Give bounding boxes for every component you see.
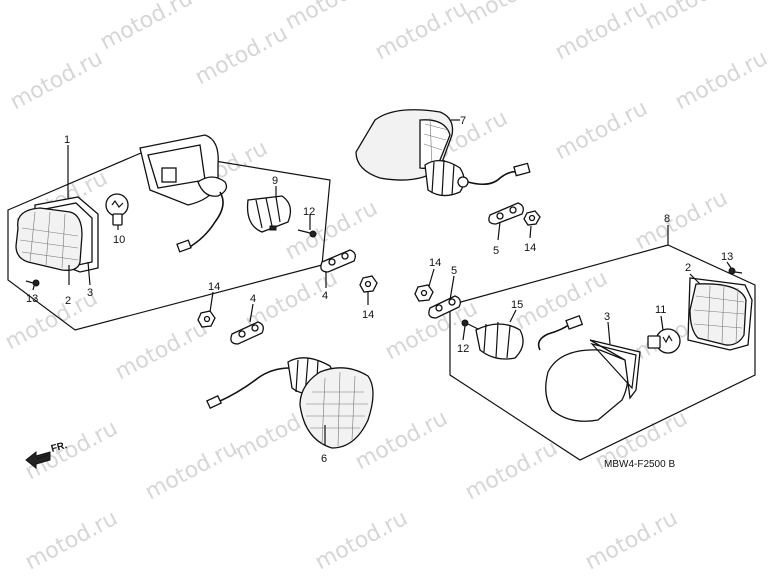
rubber-plate-part-4-lower xyxy=(230,321,264,345)
watermark: motod.ru xyxy=(141,436,242,505)
callout-8: 8 xyxy=(664,213,670,225)
nut-part-14-left xyxy=(197,310,216,328)
rubber-socket-part-9 xyxy=(246,195,292,233)
callout-11: 11 xyxy=(655,304,666,316)
winker-body-part-3 xyxy=(537,315,641,422)
callout-14: 14 xyxy=(429,257,441,269)
diagram-code: MBW4-F2500 B xyxy=(604,459,675,470)
rubber-plate-part-4-upper xyxy=(320,249,356,273)
rubber-plate-part-5-lower xyxy=(428,295,461,319)
winker-part-7 xyxy=(355,109,531,197)
callout-2: 2 xyxy=(65,295,71,307)
callout-7: 7 xyxy=(460,115,466,127)
callout-1: 1 xyxy=(64,134,70,146)
rubber-socket-part-15 xyxy=(475,321,524,360)
callout-12: 12 xyxy=(457,343,469,355)
nut-part-14-upper xyxy=(523,210,541,226)
watermark: motod.ru xyxy=(461,436,562,505)
watermark: motod.ru xyxy=(311,506,412,575)
front-label: FR. xyxy=(50,440,69,455)
watermark: motod.ru xyxy=(551,0,652,65)
callout-4: 4 xyxy=(250,293,256,305)
callout-labels: 1 2 3 13 10 9 12 4 14 14 4 6 7 5 14 14 5… xyxy=(26,115,733,465)
callout-13: 13 xyxy=(721,251,733,263)
callout-3: 3 xyxy=(604,311,610,323)
callout-14: 14 xyxy=(524,242,536,254)
leader-lines xyxy=(32,119,732,445)
watermark: motod.ru xyxy=(581,506,682,575)
screw-part-13-right xyxy=(728,267,743,275)
callout-14: 14 xyxy=(362,309,374,321)
callout-15: 15 xyxy=(511,299,523,311)
watermark: motod.ru xyxy=(6,46,107,115)
callout-2: 2 xyxy=(685,262,691,274)
bulb-part-10 xyxy=(105,193,129,226)
winker-lens-part-2-right xyxy=(687,277,753,351)
callout-14: 14 xyxy=(208,281,220,293)
callout-10: 10 xyxy=(113,234,125,246)
watermark: motod.ru xyxy=(281,0,382,35)
callout-4: 4 xyxy=(322,290,328,302)
winker-part-6 xyxy=(206,357,374,449)
front-direction-arrow: FR. xyxy=(25,440,69,470)
nut-part-14-right xyxy=(414,284,434,302)
watermark: motod.ru xyxy=(96,0,197,55)
callout-9: 9 xyxy=(272,175,278,187)
watermark: motod.ru xyxy=(671,46,768,115)
callout-12: 12 xyxy=(303,206,315,218)
winker-body-part-1 xyxy=(139,134,228,253)
watermark: motod.ru xyxy=(511,266,612,335)
watermark: motod.ru xyxy=(21,506,122,575)
screw-part-13 xyxy=(25,279,40,287)
callout-5: 5 xyxy=(493,245,499,257)
watermark: motod.ru xyxy=(371,0,472,65)
watermark: motod.ru xyxy=(631,186,732,255)
watermark: motod.ru xyxy=(551,96,652,165)
watermark: motod.ru xyxy=(281,196,382,265)
callout-3: 3 xyxy=(87,287,93,299)
bulb-part-11 xyxy=(647,328,681,354)
watermark: motod.ru xyxy=(21,416,122,485)
watermark: motod.ru xyxy=(461,0,562,30)
rubber-plate-part-5-upper xyxy=(488,202,524,225)
watermark: motod.ru xyxy=(111,316,212,385)
callout-5: 5 xyxy=(451,265,457,277)
callout-13: 13 xyxy=(26,293,38,305)
winker-lens-part-2 xyxy=(15,207,83,271)
callout-6: 6 xyxy=(321,453,327,465)
watermark: motod.ru xyxy=(641,0,742,35)
watermark: motod.ru xyxy=(191,21,292,90)
screw-part-12-left xyxy=(297,229,317,238)
nut-part-14-middle xyxy=(359,275,378,293)
